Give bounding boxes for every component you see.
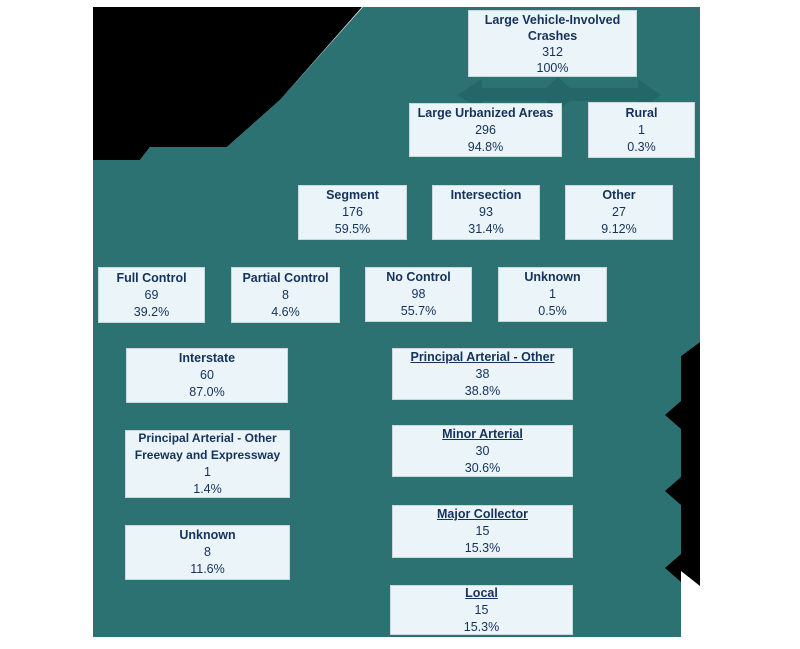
node-title: Large Urbanized Areas [417,105,554,120]
node-count: 176 [342,205,363,219]
node-percentage: 9.12% [601,222,637,236]
node-title: Minor Arterial [442,426,523,441]
node-title: Local [465,585,498,600]
flow-node-full-control: Full Control 69 39.2% [98,267,205,323]
node-percentage: 94.8% [467,139,504,154]
node-percentage: 100% [536,60,569,75]
node-title: Principal Arterial - Other Freeway and E… [134,431,281,462]
node-title: No Control [386,270,451,284]
connector-arrowhead [665,401,681,429]
node-percentage: 15.3% [464,541,501,555]
flow-node-partial-control: Partial Control 8 4.6% [231,267,340,323]
flow-node-urban: Large Urbanized Areas 296 94.8% [409,103,562,157]
flow-node-other: Other 27 9.12% [565,185,673,240]
flow-node-major-collector: Major Collector 15 15.3% [392,505,573,558]
node-percentage: 38.8% [464,383,501,398]
node-count: 93 [479,205,493,219]
node-percentage: 0.3% [627,139,656,154]
node-title: Other [602,188,636,202]
node-percentage: 39.2% [133,304,170,319]
node-count: 312 [542,44,563,59]
node-title: Partial Control [242,270,329,285]
node-title: Intersection [450,188,522,202]
node-count: 30 [475,443,490,458]
black-topleft-shape [93,7,362,160]
flow-node-segment: Segment 176 59.5% [298,185,407,240]
flow-node-local: Local 15 15.3% [390,585,573,635]
node-count: 1 [204,465,211,479]
node-percentage: 0.5% [538,304,567,318]
node-percentage: 59.5% [334,222,371,236]
node-title: Large Vehicle-Involved Crashes [484,12,621,43]
flow-node-pa-freeway: Principal Arterial - Other Freeway and E… [125,430,290,498]
flow-node-pa-other: Principal Arterial - Other 38 38.8% [392,348,573,400]
node-count: 8 [204,545,211,559]
flow-node-unknown-functional: Unknown 8 11.6% [125,525,290,580]
node-count: 1 [549,287,556,301]
node-count: 38 [475,366,490,381]
flow-node-intersection: Intersection 93 31.4% [432,185,540,240]
node-count: 8 [282,287,289,302]
node-title: Full Control [116,270,187,285]
node-count: 15 [475,524,490,538]
node-title: Rural [625,105,658,120]
node-percentage: 87.0% [189,385,225,399]
flow-node-rural: Rural 1 0.3% [588,102,695,158]
flow-node-minor-arterial: Minor Arterial 30 30.6% [392,425,573,477]
node-percentage: 4.6% [271,304,300,319]
node-title: Interstate [178,351,236,365]
node-count: 69 [144,287,159,302]
node-count: 27 [612,205,626,219]
node-percentage: 55.7% [400,304,437,318]
node-percentage: 15.3% [463,619,500,634]
node-percentage: 1.4% [193,482,222,496]
node-percentage: 11.6% [190,562,225,576]
node-title: Unknown [179,528,236,542]
node-title: Segment [326,188,379,202]
node-percentage: 30.6% [464,460,501,475]
node-count: 60 [200,368,214,382]
node-count: 98 [411,287,426,301]
node-count: 1 [638,122,645,137]
right-connector-arrows [665,342,700,586]
node-title: Unknown [524,270,581,284]
node-title: Major Collector [437,507,528,521]
branch-arrow [457,77,661,111]
connector-arrowhead [665,554,681,582]
node-count: 296 [475,122,496,137]
node-count: 15 [474,602,489,617]
connector-arrowhead [665,477,681,505]
node-title: Principal Arterial - Other [410,349,555,364]
flow-node-interstate: Interstate 60 87.0% [126,348,288,403]
flow-node-no-control: No Control 98 55.7% [365,267,472,322]
node-percentage: 31.4% [468,222,504,236]
flow-node-unknown-control: Unknown 1 0.5% [498,267,607,322]
